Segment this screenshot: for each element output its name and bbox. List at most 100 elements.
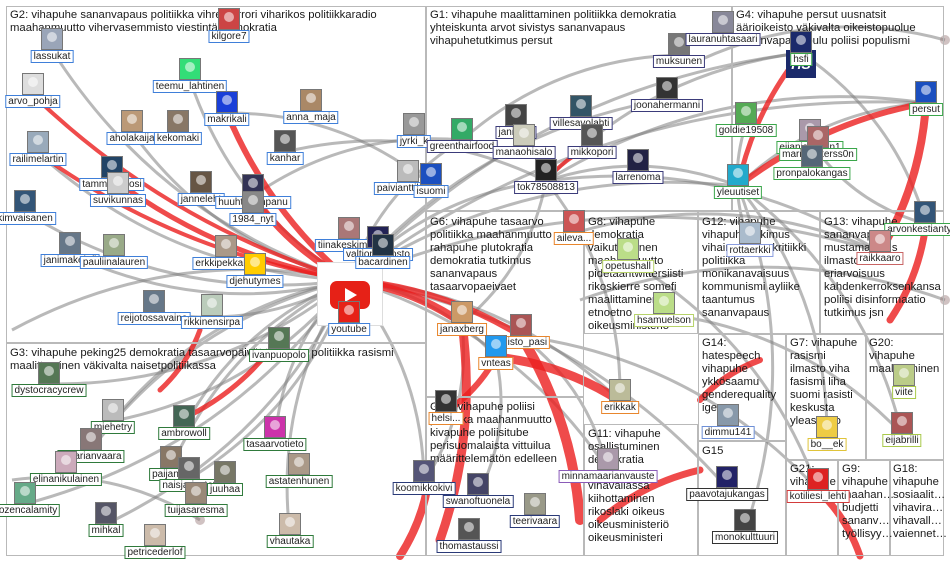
node-label: helsi...	[428, 412, 464, 425]
avatar	[712, 11, 734, 33]
avatar	[915, 81, 937, 103]
node-label: bacardinen	[355, 256, 411, 269]
edge	[544, 180, 622, 402]
node-label: muksunen	[652, 55, 706, 68]
group-title-g18: G18: vihapuhe sosiaalit… vihavira… vihav…	[893, 463, 948, 540]
group-title-g7: G7: vihapuhe rasismi ilmasto viha fasism…	[790, 337, 858, 427]
node-label: tuijasaresma	[164, 504, 228, 517]
node-label: petricederlof	[124, 546, 186, 559]
edge	[663, 312, 904, 436]
node-label: swanoftuonela	[442, 495, 514, 508]
node-label: koomikkokivi	[392, 482, 456, 495]
avatar	[869, 230, 891, 252]
node-label: ivanpuopolo	[249, 349, 309, 362]
node-label: arvonkestiantyne	[884, 223, 950, 236]
node-label: kanhar	[266, 152, 304, 165]
node-label: joonahermanni	[630, 99, 704, 112]
node-label: paavotajukangas	[686, 488, 768, 501]
node-label: djehutymes	[226, 275, 284, 288]
avatar	[458, 518, 480, 540]
node-label: rikkinensirpa	[180, 316, 244, 329]
avatar	[190, 171, 212, 193]
avatar	[801, 145, 823, 167]
group-title-g9: G9: vihapuhe maahan… budjetti sananv… ty…	[842, 463, 895, 540]
avatar	[656, 77, 678, 99]
node-label: pronpalokangas	[773, 167, 851, 180]
avatar	[563, 210, 585, 232]
avatar	[451, 118, 473, 140]
avatar	[107, 172, 129, 194]
node-label: kilgore7	[208, 30, 250, 43]
avatar	[413, 460, 435, 482]
avatar	[617, 238, 639, 260]
node-label: astatenhunen	[265, 475, 333, 488]
edge-arrowhead	[195, 515, 205, 525]
node-label: erikkak	[601, 401, 639, 414]
node-label: teemu_lahtinen	[152, 80, 228, 93]
avatar	[581, 124, 603, 146]
avatar	[627, 149, 649, 171]
avatar	[201, 294, 223, 316]
avatar	[22, 73, 44, 95]
avatar	[790, 31, 812, 53]
avatar	[420, 163, 442, 185]
group-box-g8	[584, 211, 698, 334]
group-box-g6	[426, 211, 584, 397]
avatar	[735, 102, 757, 124]
avatar	[242, 174, 264, 196]
avatar	[55, 451, 77, 473]
edge-arrowhead	[940, 35, 950, 45]
group-title-g4: G4: vihapuhe persut uusnatsit äärioikeis…	[736, 9, 916, 47]
avatar	[143, 290, 165, 312]
group-box-g20	[866, 334, 944, 460]
node-label: tasaarvotieto	[243, 438, 307, 451]
avatar	[739, 222, 761, 244]
node-label: tok78508813	[514, 181, 578, 194]
node-label: pauliinalauren	[79, 256, 149, 269]
node-label: aholakaija	[106, 132, 158, 145]
node-label: dimmu141	[701, 426, 755, 439]
avatar	[570, 95, 592, 117]
node-label: opetushall	[602, 260, 654, 273]
node-label: manaohisalo	[492, 146, 556, 159]
node-label: monokulttuuri	[711, 531, 779, 544]
avatar	[485, 335, 507, 357]
avatar	[144, 524, 166, 546]
avatar	[27, 131, 49, 153]
node-label: aileva...	[553, 232, 595, 245]
avatar	[300, 89, 322, 111]
node-label: isuomi	[413, 185, 449, 198]
node-label: reijotossavaine	[117, 312, 191, 325]
node-label: suvikunnas	[89, 194, 147, 207]
edge	[627, 258, 820, 491]
avatar	[716, 466, 738, 488]
avatar	[80, 428, 102, 450]
node-label: hsfi	[790, 53, 812, 66]
avatar	[41, 28, 63, 50]
edge-highlight	[36, 151, 351, 282]
group-box-g7	[786, 334, 866, 460]
node-label: elinanikulainen	[29, 473, 103, 486]
avatar	[807, 468, 829, 490]
avatar	[242, 191, 264, 213]
avatar	[264, 416, 286, 438]
avatar	[185, 482, 207, 504]
avatar	[451, 301, 473, 323]
node-label: mihkal	[88, 524, 124, 537]
node-label: makrikali	[204, 113, 250, 126]
avatar	[403, 113, 425, 135]
group-box-g21	[786, 460, 838, 556]
group-title-g3: G3: vihapuhe peking25 demokratia tasaarv…	[10, 347, 394, 372]
node-label: raikkaaro	[856, 252, 904, 265]
node-label: greenthairfood	[426, 140, 498, 153]
node-label: rottaerkki	[726, 244, 774, 257]
node-label: janaxberg	[437, 323, 487, 336]
avatar	[505, 104, 527, 126]
avatar	[727, 164, 749, 186]
avatar	[218, 8, 240, 30]
group-title-g6: G6: vihapuhe tasaarvo politiikka maahanm…	[430, 216, 552, 293]
node-label: arvo_pohja	[5, 95, 61, 108]
edge	[348, 100, 927, 282]
node-label: lauranuhtasaari	[685, 33, 761, 46]
